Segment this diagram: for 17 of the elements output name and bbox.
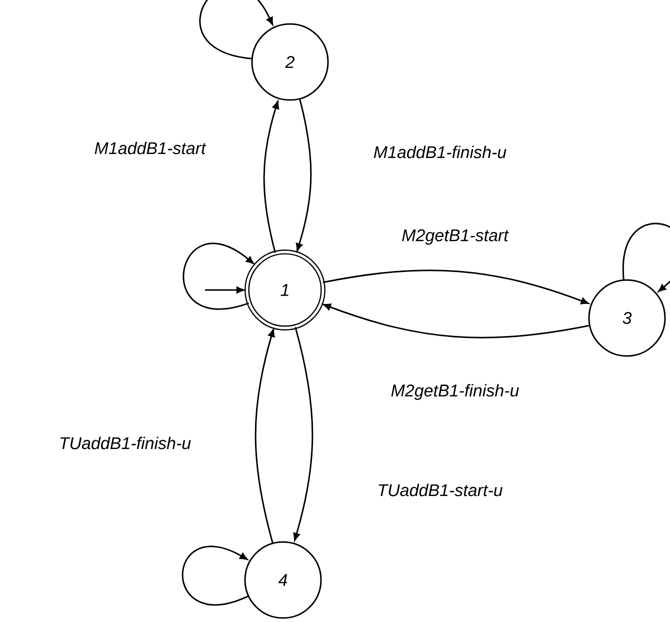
transition-arrow [263,101,280,253]
transition-arrow [293,326,314,541]
edge-label: M2getB1-start [400,228,510,246]
self-loop-arrow [182,546,248,606]
transition-arrow [323,304,590,338]
edge-label: M1addB1-start [93,140,207,156]
self-loop-arrow [199,0,274,60]
transition-arrow [322,270,589,304]
self-loop-arrow [622,222,670,292]
edge-label: M1addB1-finish-u [372,144,508,160]
start-arrow [205,286,244,294]
edge-label: TUaddB1-start-u [376,482,504,498]
edge-label: M2getB1-finish-u [390,383,520,401]
transition-arrow [254,329,275,543]
self-loop-arrow [183,242,254,310]
edge-label: TUaddB1-finish-u [58,436,192,450]
transition-arrow [296,99,312,252]
